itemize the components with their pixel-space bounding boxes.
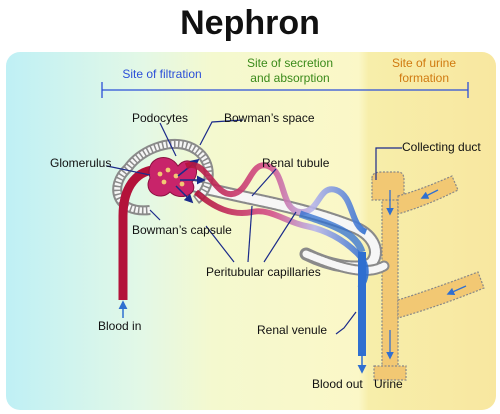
glomerulus-label: Glomerulus — [50, 156, 111, 170]
collecting-duct-label: Collecting duct — [402, 140, 481, 154]
blood-out-label: Blood out — [312, 377, 363, 391]
peritubular-capillaries-label: Peritubular capillaries — [206, 265, 321, 279]
bowmans-space-label: Bowman’s space — [224, 111, 315, 125]
bowmans-capsule-label: Bowman’s capsule — [132, 223, 232, 237]
zone-secretion-label-2: and absorption — [250, 71, 329, 85]
renal-venule — [298, 210, 367, 374]
zone-ruler — [101, 82, 469, 98]
zone-secretion-label-1: Site of secretion — [247, 56, 333, 70]
zone-filtration-label: Site of filtration — [122, 67, 201, 81]
renal-tubule-label: Renal tubule — [262, 156, 330, 170]
blood-in-label: Blood in — [98, 319, 141, 333]
background-panel — [6, 52, 496, 410]
zone-urine-label-1: Site of urine — [392, 56, 456, 70]
zone-urine-label-2: formation — [399, 71, 449, 85]
collecting-duct — [371, 171, 485, 381]
glomerulus — [147, 157, 206, 204]
urine-label: Urine — [374, 377, 403, 391]
podocytes-label: Podocytes — [132, 111, 188, 125]
renal-venule-label: Renal venule — [257, 323, 327, 337]
leader-lines — [106, 119, 402, 335]
diagram-title: Nephron — [180, 4, 320, 42]
